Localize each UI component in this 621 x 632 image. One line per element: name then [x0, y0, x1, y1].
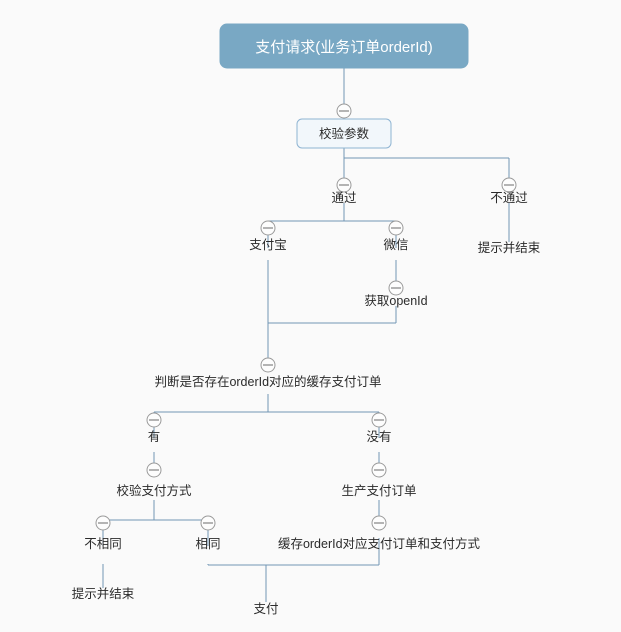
- node-label-has-cache: 有: [148, 430, 161, 444]
- node-no-cache[interactable]: 没有: [366, 412, 392, 444]
- node-not-same-end[interactable]: 提示并结束: [72, 586, 135, 601]
- node-label-create-pay-order: 生产支付订单: [341, 484, 416, 498]
- node-label-fail: 不通过: [490, 191, 528, 205]
- node-has-cache[interactable]: 有: [146, 412, 162, 444]
- node-label-pass: 通过: [331, 191, 357, 205]
- validate-box-label: 校验参数: [319, 126, 370, 141]
- validate-box-background: [296, 118, 392, 149]
- node-label-pay: 支付: [253, 602, 278, 616]
- node-validate-params[interactable]: 校验参数: [296, 103, 392, 149]
- node-label-same: 相同: [195, 537, 220, 551]
- node-label-cache-order: 缓存orderId对应支付订单和支付方式: [278, 536, 481, 551]
- node-label-not-same-end: 提示并结束: [72, 586, 135, 601]
- node-create-pay-order[interactable]: 生产支付订单: [341, 462, 417, 498]
- node-not-same[interactable]: 不相同: [84, 515, 122, 551]
- node-verify-pay-method[interactable]: 校验支付方式: [116, 462, 192, 498]
- node-label-get-openid: 获取openId: [364, 294, 427, 308]
- node-pay[interactable]: 支付: [253, 602, 278, 616]
- root-box-background: [219, 23, 469, 69]
- node-label-not-same: 不相同: [84, 537, 122, 551]
- node-pass[interactable]: 通过: [331, 177, 357, 205]
- node-label-wechat: 微信: [383, 238, 408, 252]
- node-label-check-cache: 判断是否存在orderId对应的缓存支付订单: [154, 374, 381, 389]
- node-label-fail-end: 提示并结束: [478, 240, 541, 255]
- node-root[interactable]: 支付请求(业务订单orderId): [219, 23, 469, 69]
- root-box-label: 支付请求(业务订单orderId): [255, 39, 433, 56]
- node-check-cache[interactable]: 判断是否存在orderId对应的缓存支付订单: [154, 357, 382, 389]
- node-label-verify-pay-method: 校验支付方式: [116, 483, 192, 498]
- edge-group: [102, 68, 510, 602]
- node-alipay[interactable]: 支付宝: [249, 220, 287, 252]
- node-wechat[interactable]: 微信: [383, 220, 409, 252]
- node-get-openid[interactable]: 获取openId: [364, 280, 428, 308]
- node-fail[interactable]: 不通过: [490, 177, 528, 205]
- node-fail-end[interactable]: 提示并结束: [478, 240, 541, 255]
- node-same[interactable]: 相同: [195, 515, 221, 551]
- node-cache-order[interactable]: 缓存orderId对应支付订单和支付方式: [278, 515, 481, 551]
- node-label-no-cache: 没有: [366, 429, 391, 444]
- node-label-alipay: 支付宝: [249, 238, 287, 252]
